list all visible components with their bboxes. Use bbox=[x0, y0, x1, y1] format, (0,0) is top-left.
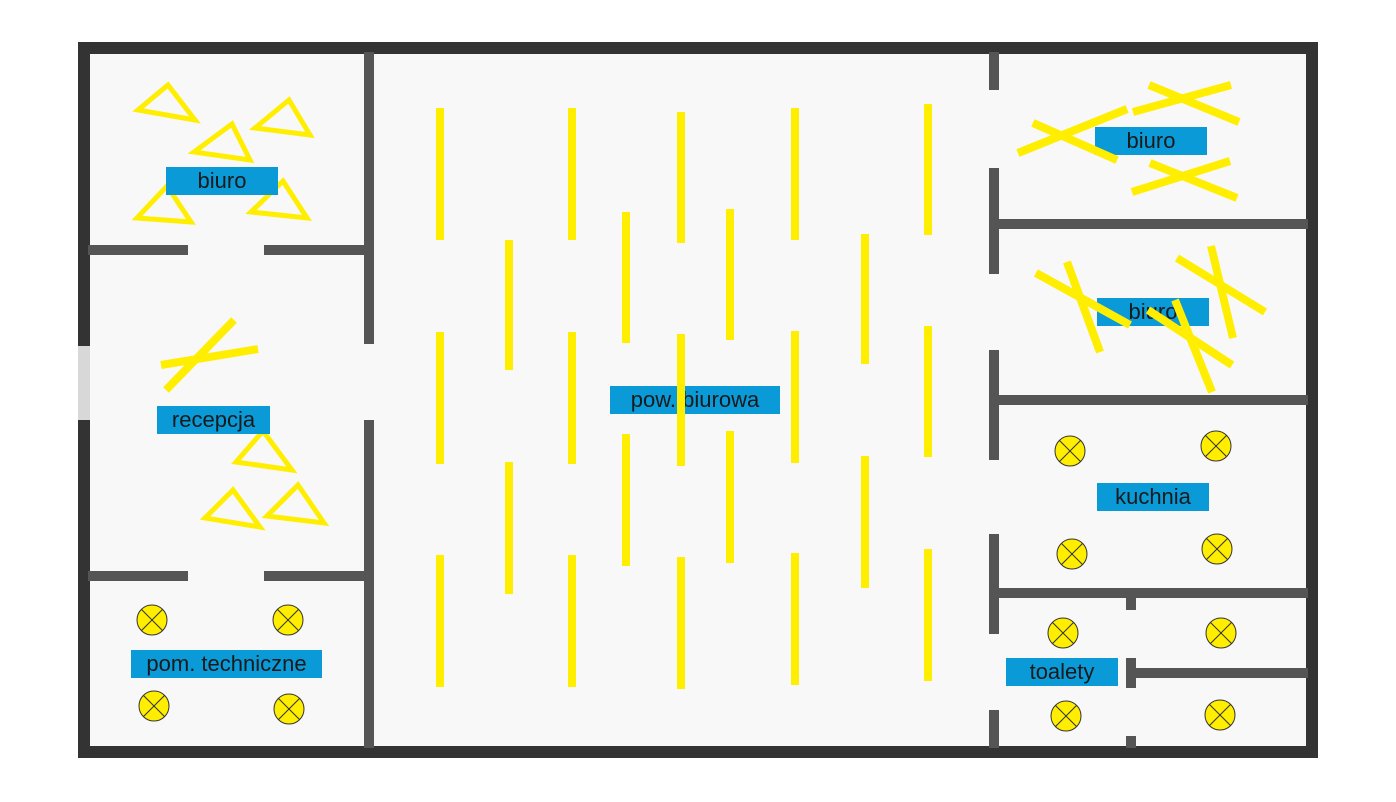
entrance-door[interactable] bbox=[78, 346, 90, 420]
round-lamp-icon bbox=[136, 604, 168, 636]
round-lamp-icon bbox=[1205, 617, 1237, 649]
triangle-light-icon bbox=[199, 486, 266, 531]
room-label-biuro-mid-right: biuro bbox=[1097, 298, 1209, 326]
room-label-kuchnia: kuchnia bbox=[1097, 483, 1209, 511]
triangle-light-icon bbox=[248, 96, 315, 139]
round-lamp-icon bbox=[1047, 617, 1079, 649]
room-label-pow-biurowa: pow. biurowa bbox=[610, 386, 780, 414]
triangle-light-icon bbox=[231, 427, 298, 474]
exterior-walls bbox=[78, 42, 1318, 758]
triangle-fixtures bbox=[131, 81, 330, 531]
cross-light-icon bbox=[1131, 81, 1241, 126]
interior-walls bbox=[88, 52, 1308, 748]
triangle-light-icon bbox=[131, 181, 196, 225]
round-lamp-icon bbox=[138, 690, 170, 722]
triangle-light-icon bbox=[187, 120, 255, 164]
triangle-light-icon bbox=[245, 177, 312, 222]
round-lamp-icon bbox=[273, 693, 305, 725]
room-label-biuro-top-right: biuro bbox=[1095, 127, 1207, 155]
round-lamps bbox=[136, 430, 1237, 732]
round-lamp-icon bbox=[1201, 533, 1233, 565]
triangle-light-icon bbox=[132, 81, 201, 124]
room-label-biuro-top-left: biuro bbox=[166, 167, 278, 195]
round-lamp-icon bbox=[1200, 430, 1232, 462]
round-lamp-icon bbox=[1054, 435, 1086, 467]
round-lamp-icon bbox=[1204, 699, 1236, 731]
cross-light-icon bbox=[160, 317, 259, 393]
triangle-light-icon bbox=[261, 481, 330, 527]
room-label-pom-techniczne: pom. techniczne bbox=[131, 650, 322, 678]
round-lamp-icon bbox=[1056, 538, 1088, 570]
room-label-recepcja: recepcja bbox=[157, 406, 270, 434]
round-lamp-icon bbox=[272, 604, 304, 636]
round-lamp-icon bbox=[1050, 700, 1082, 732]
cross-light-icon bbox=[1130, 157, 1239, 202]
room-label-toalety: toalety bbox=[1006, 658, 1118, 686]
